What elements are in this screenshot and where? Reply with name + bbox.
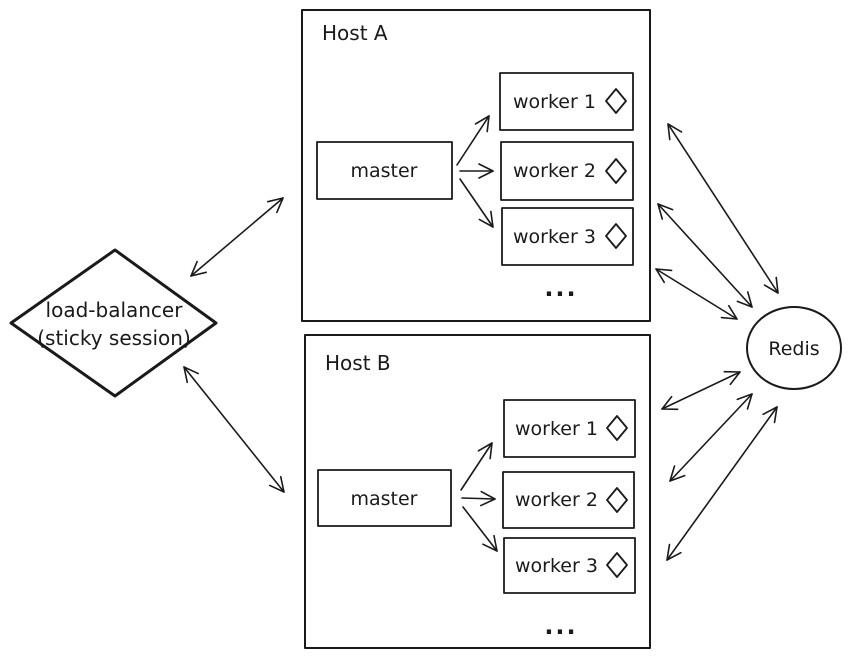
host-a-worker-2: worker 2 xyxy=(500,141,634,201)
diamond-icon xyxy=(606,415,628,441)
load-balancer-subtitle: (sticky session) xyxy=(37,326,191,350)
host-b-worker-2: worker 2 xyxy=(502,471,635,529)
load-balancer-diamond-shape xyxy=(9,248,218,398)
load-balancer-node: load-balancer (sticky session) xyxy=(9,248,218,398)
arrow-host-a-worker-1-redis xyxy=(667,123,779,294)
worker-box xyxy=(500,141,634,201)
worker-label: worker 1 xyxy=(515,418,598,440)
diamond-icon xyxy=(605,88,627,114)
load-balancer-title: load-balancer xyxy=(46,298,184,322)
arrow-lb-host-a xyxy=(190,197,284,277)
host-b-master-box xyxy=(317,469,452,527)
arrow-host-b-worker-3-redis xyxy=(666,406,778,561)
worker-box xyxy=(499,72,634,131)
host-a-master-box xyxy=(316,141,453,200)
arrow-host-a-worker-3-redis xyxy=(655,268,738,320)
host-b-label: Host B xyxy=(325,351,391,375)
host-b-worker-1: worker 1 xyxy=(503,399,636,458)
diamond-icon xyxy=(605,158,627,184)
host-a-worker-1: worker 1 xyxy=(499,72,634,131)
host-b-more-workers: ... xyxy=(544,612,577,640)
redis-node: Redis xyxy=(746,306,842,390)
redis-label: Redis xyxy=(768,338,819,360)
worker-box xyxy=(503,399,636,458)
arrow-master-b-worker-1 xyxy=(460,442,493,491)
arrow-host-a-worker-2-redis xyxy=(657,203,753,308)
arrow-host-b-worker-2-redis xyxy=(669,393,753,482)
host-a-worker-3: worker 3 xyxy=(501,207,634,266)
host-b-group: Host B master worker 1 worker 2 worker 3… xyxy=(304,334,651,649)
arrows xyxy=(183,115,779,561)
redis-circle-shape xyxy=(746,306,842,390)
diamond-icon xyxy=(606,552,628,578)
arrow-master-b-worker-2 xyxy=(461,490,496,507)
arrow-master-b-worker-3 xyxy=(462,506,498,552)
host-a-group: Host A master worker 1 worker 2 worker 3… xyxy=(301,9,651,322)
host-b-box xyxy=(304,334,651,649)
worker-box xyxy=(503,537,636,594)
worker-box xyxy=(501,207,634,266)
host-a-master-label: master xyxy=(350,160,417,182)
worker-label: worker 1 xyxy=(513,91,596,113)
arrow-host-b-worker-1-redis xyxy=(661,370,741,411)
worker-label: worker 3 xyxy=(513,226,596,248)
arrow-lb-host-b xyxy=(183,366,285,493)
host-b-master-label: master xyxy=(350,488,417,510)
host-a-more-workers: ... xyxy=(544,274,577,302)
host-a-box xyxy=(301,9,651,322)
host-a-label: Host A xyxy=(322,21,388,45)
arrow-master-a-worker-3 xyxy=(459,178,494,228)
diamond-icon xyxy=(605,223,627,249)
worker-label: worker 3 xyxy=(515,555,598,577)
worker-box xyxy=(502,471,635,529)
worker-label: worker 2 xyxy=(515,489,598,511)
host-b-worker-3: worker 3 xyxy=(503,537,636,594)
worker-label: worker 2 xyxy=(513,160,596,182)
arrow-master-a-worker-1 xyxy=(456,115,490,166)
diamond-icon xyxy=(606,487,628,513)
